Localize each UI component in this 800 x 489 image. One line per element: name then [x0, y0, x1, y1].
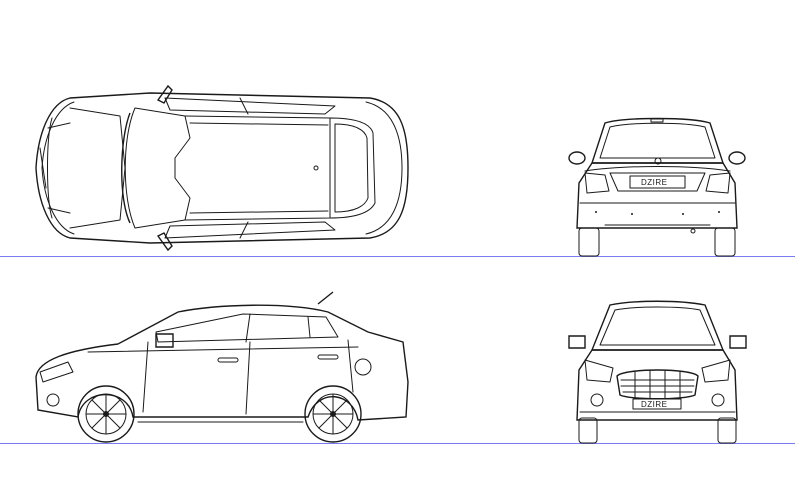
ground-line-bottom [0, 443, 795, 444]
car-rear-view-drawing: DZIRE [568, 117, 746, 257]
front-plate-text: DZIRE [641, 400, 668, 409]
car-side-view [28, 291, 413, 444]
car-top-view-drawing [35, 84, 409, 252]
rear-plate-text: DZIRE [641, 178, 668, 187]
car-side-view-drawing [35, 291, 409, 443]
ground-line-top [0, 256, 795, 257]
car-top-view [30, 78, 420, 258]
rear-wheel [304, 385, 362, 443]
front-wheel [77, 385, 135, 443]
car-rear-view: DZIRE [565, 113, 750, 258]
car-front-view-drawing: DZIRE [568, 300, 747, 444]
car-front-view: DZIRE [565, 300, 750, 445]
